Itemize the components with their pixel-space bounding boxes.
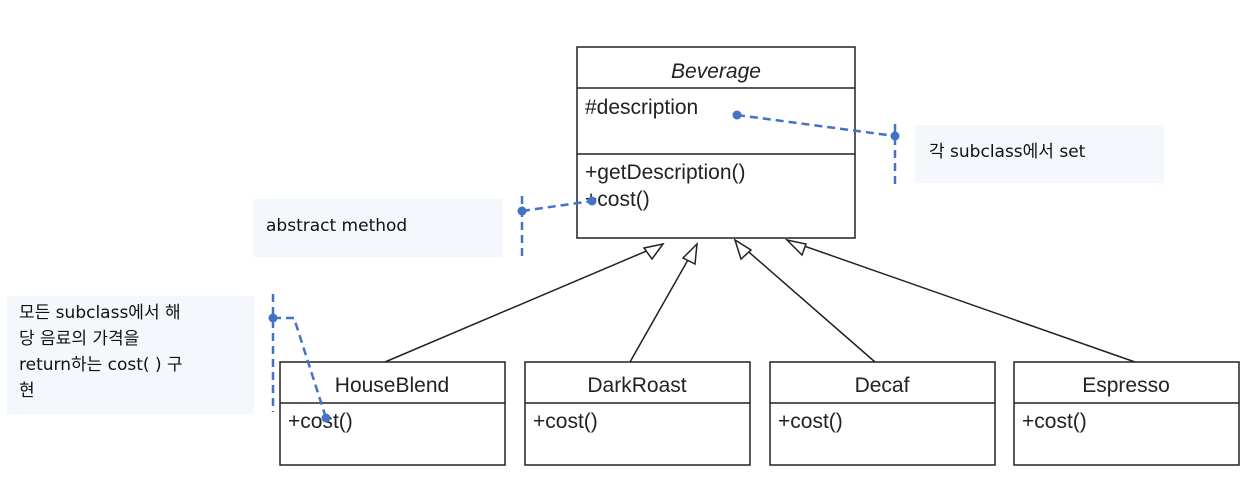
note-connector-description <box>736 113 896 138</box>
note-connector-cost <box>273 316 328 419</box>
connector-dot-cost-end <box>321 413 331 423</box>
class-houseblend-name: HouseBlend <box>335 374 449 397</box>
note-connectors <box>271 113 897 419</box>
connector-dot-abstract-end <box>587 196 597 206</box>
class-beverage-name: Beverage <box>671 60 761 83</box>
inheritance-line-espresso <box>786 239 1136 363</box>
class-beverage: Beverage #description +getDescription() … <box>576 46 856 239</box>
connector-dot-abstract-start <box>517 206 527 216</box>
note-cost: 모든 subclass에서 해 당 음료의 가격을 return하는 cost(… <box>7 296 254 414</box>
connector-dot-cost-start <box>268 313 278 323</box>
class-beverage-attribute-description: #description <box>585 96 698 119</box>
class-espresso: Espresso +cost() <box>1013 361 1240 466</box>
class-darkroast: DarkRoast +cost() <box>524 361 751 466</box>
class-espresso-name: Espresso <box>1082 374 1170 397</box>
class-decaf: Decaf +cost() <box>769 361 996 466</box>
note-cost-line: 당 음료의 가격을 <box>19 329 140 349</box>
inheritance-line-decaf <box>734 239 876 363</box>
class-beverage-method-cost: +cost() <box>585 188 650 211</box>
connector-dot-description-end <box>890 131 900 141</box>
class-houseblend: HouseBlend +cost() <box>279 361 506 466</box>
class-houseblend-method-cost: +cost() <box>288 410 353 433</box>
class-darkroast-method-cost: +cost() <box>533 410 598 433</box>
inheritance-arrowhead-decaf <box>733 238 753 261</box>
connector-dot-description-start <box>732 110 742 120</box>
class-decaf-method-cost: +cost() <box>778 410 843 433</box>
class-darkroast-name: DarkRoast <box>587 374 686 397</box>
inheritance-line-houseblend <box>384 243 664 363</box>
class-espresso-method-cost: +cost() <box>1022 410 1087 433</box>
note-description: 각 subclass에서 set <box>915 125 1164 183</box>
note-cost-line: return하는 cost( ) 구 <box>19 355 183 375</box>
note-connector-abstract <box>521 199 593 213</box>
inheritance-lines <box>384 238 1136 363</box>
inheritance-arrowhead-houseblend <box>642 242 665 261</box>
note-cost-line: 모든 subclass에서 해 <box>19 303 181 323</box>
note-abstract-method-text: abstract method <box>266 216 408 236</box>
class-beverage-method-getdescription: +getDescription() <box>585 161 745 184</box>
inheritance-arrowhead-darkroast <box>681 241 698 266</box>
inheritance-arrowhead-espresso <box>784 238 808 257</box>
class-decaf-name: Decaf <box>855 374 910 397</box>
inheritance-line-darkroast <box>629 243 698 363</box>
note-cost-line: 현 <box>19 381 35 401</box>
note-description-text: 각 subclass에서 set <box>929 142 1086 162</box>
note-connector-dots <box>268 110 900 423</box>
note-abstract-method: abstract method <box>253 199 502 257</box>
